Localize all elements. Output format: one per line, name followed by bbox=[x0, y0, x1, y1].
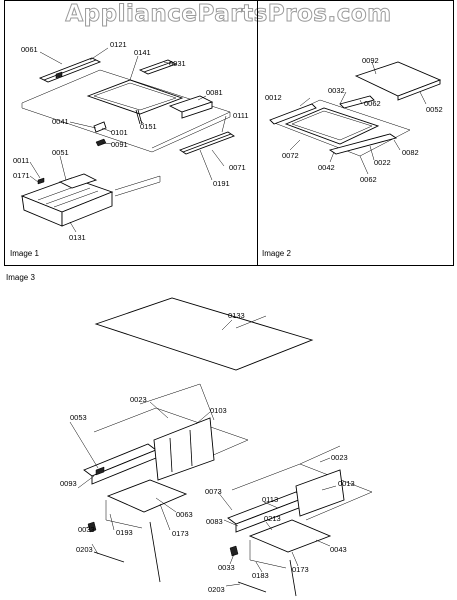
label-0213: 0213 bbox=[264, 514, 281, 523]
label-0071: 0071 bbox=[229, 163, 246, 172]
label-0081: 0081 bbox=[206, 88, 223, 97]
tray-0043 bbox=[248, 519, 332, 553]
label-0052: 0052 bbox=[426, 105, 443, 114]
label-0062: 0062 bbox=[364, 99, 381, 108]
label-0062-b: 0062 bbox=[360, 175, 377, 184]
image-1-drawing: 0061 0121 0141 0031 0081 0111 0041 0101 … bbox=[13, 40, 249, 242]
bracket-0103 bbox=[153, 417, 215, 481]
label-0082: 0082 bbox=[402, 148, 419, 157]
label-0072: 0072 bbox=[282, 151, 299, 160]
label-0053: 0053 bbox=[70, 413, 87, 422]
label-0023-b: 0023 bbox=[331, 453, 348, 462]
bar-0062 bbox=[339, 95, 375, 109]
clip-0033-b bbox=[229, 545, 239, 557]
label-0173-a: 0173 bbox=[172, 529, 189, 538]
panel-title-image-3: Image 3 bbox=[6, 273, 35, 282]
label-0011: 0011 bbox=[13, 156, 29, 165]
label-0043: 0043 bbox=[330, 545, 347, 554]
label-0092: 0092 bbox=[362, 56, 379, 65]
clip-0091 bbox=[95, 138, 107, 147]
bar-0092 bbox=[354, 61, 442, 97]
label-0032: 0032 bbox=[328, 86, 345, 95]
label-0063: 0063 bbox=[176, 510, 193, 519]
tray-0063 bbox=[106, 479, 188, 513]
label-0113: 0113 bbox=[262, 495, 278, 504]
label-0013: 0013 bbox=[338, 479, 355, 488]
label-0111: 0111 bbox=[233, 111, 249, 120]
label-0121: 0121 bbox=[110, 40, 127, 49]
shelf-outline-1 bbox=[21, 69, 231, 149]
label-0033-a: 0033 bbox=[78, 525, 95, 534]
label-0022: 0022 bbox=[374, 158, 391, 167]
label-0042: 0042 bbox=[318, 163, 335, 172]
bracket-0113 bbox=[295, 469, 345, 517]
clip-0033 bbox=[87, 521, 97, 533]
label-0203-a: 0203 bbox=[76, 545, 93, 554]
label-0183: 0183 bbox=[252, 571, 269, 580]
label-0012: 0012 bbox=[265, 93, 282, 102]
label-0151: 0151 bbox=[140, 122, 157, 131]
label-0061: 0061 bbox=[21, 45, 38, 54]
label-0091: 0091 bbox=[111, 140, 128, 149]
label-0051: 0051 bbox=[52, 148, 69, 157]
label-0033-b: 0033 bbox=[218, 563, 235, 572]
label-0031: 0031 bbox=[169, 59, 186, 68]
label-0133: 0133 bbox=[228, 311, 245, 320]
label-0173-b: 0173 bbox=[292, 565, 309, 574]
label-0171: 0171 bbox=[13, 171, 30, 180]
label-0203-b: 0203 bbox=[208, 585, 225, 594]
label-0041: 0041 bbox=[52, 117, 69, 126]
glass-panel-0141 bbox=[86, 79, 184, 115]
panel-title-image-2: Image 2 bbox=[262, 249, 291, 258]
label-0131: 0131 bbox=[69, 233, 86, 242]
label-0193: 0193 bbox=[116, 528, 133, 537]
label-0093: 0093 bbox=[60, 479, 77, 488]
label-0073: 0073 bbox=[205, 487, 222, 496]
clip-0101 bbox=[93, 121, 107, 133]
panel-image-2 bbox=[257, 0, 454, 266]
image-3-drawing: 0133 0023 0053 0103 0093 0063 0033 0193 … bbox=[60, 297, 373, 597]
label-0023-a: 0023 bbox=[130, 395, 147, 404]
label-0191: 0191 bbox=[213, 179, 230, 188]
label-0083: 0083 bbox=[206, 517, 223, 526]
drawer-cover-0051 bbox=[58, 173, 98, 189]
glass-shelf-0133 bbox=[94, 297, 314, 371]
panel-title-image-1: Image 1 bbox=[10, 249, 39, 258]
image-2-drawing: 0092 0012 0032 0062 0052 0072 0042 0022 … bbox=[265, 56, 443, 184]
label-0141: 0141 bbox=[134, 48, 151, 57]
label-0101: 0101 bbox=[111, 128, 128, 137]
watermark-text: AppliancePartsPros.com bbox=[65, 1, 392, 28]
side-rail-0012 bbox=[269, 103, 317, 125]
label-0103: 0103 bbox=[210, 406, 227, 415]
